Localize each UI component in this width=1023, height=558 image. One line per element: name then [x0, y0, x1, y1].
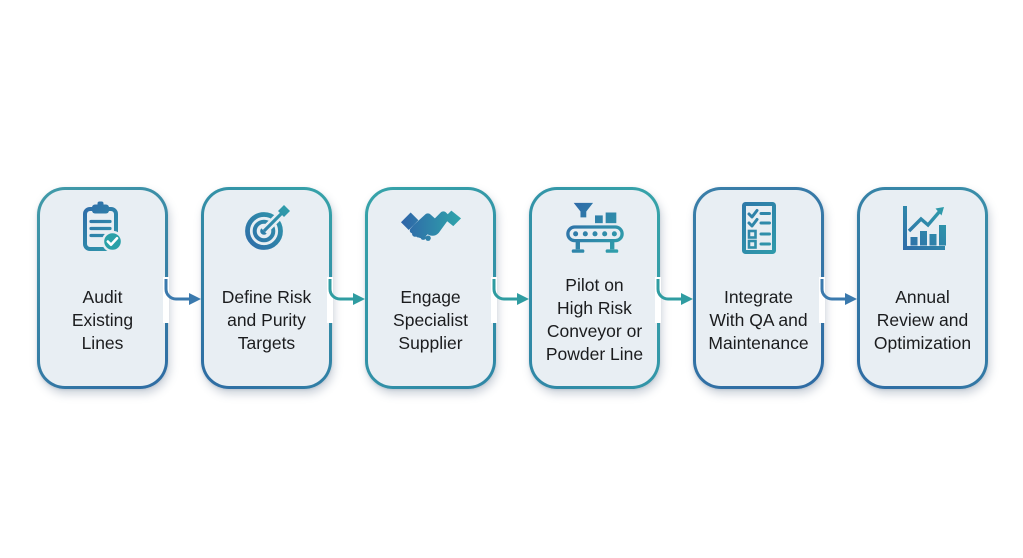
step-card-define-risk-purity-targets: Define Risk and Purity Targets	[201, 187, 332, 389]
step-label: Define Risk and Purity Targets	[221, 286, 312, 353]
flow-arrow-5	[819, 187, 857, 389]
bar-chart-growth-icon	[895, 198, 951, 258]
step-label: Integrate With QA and Maintenance	[708, 286, 809, 353]
step-card-pilot-high-risk-line: Pilot on High Risk Conveyor or Powder Li…	[529, 187, 660, 389]
checklist-icon	[731, 198, 787, 258]
step-card-engage-specialist-supplier: Engage Specialist Supplier	[365, 187, 496, 389]
conveyor-belt-icon	[564, 198, 626, 258]
target-dart-icon	[239, 198, 295, 258]
flow-arrow-1	[163, 187, 201, 389]
handshake-icon	[400, 198, 462, 258]
step-card-integrate-qa-maintenance: Integrate With QA and Maintenance	[693, 187, 824, 389]
clipboard-check-icon	[75, 198, 131, 258]
flow-arrow-2	[327, 187, 365, 389]
step-label: Audit Existing Lines	[71, 286, 134, 353]
flow-row: Audit Existing Lines	[37, 187, 988, 389]
flow-arrow-3	[491, 187, 529, 389]
step-label: Engage Specialist Supplier	[393, 286, 468, 353]
step-card-audit-existing-lines: Audit Existing Lines	[37, 187, 168, 389]
step-label: Pilot on High Risk Conveyor or Powder Li…	[545, 275, 644, 364]
step-card-annual-review-optimization: Annual Review and Optimization	[857, 187, 988, 389]
step-label: Annual Review and Optimization	[873, 286, 972, 353]
flow-arrow-4	[655, 187, 693, 389]
